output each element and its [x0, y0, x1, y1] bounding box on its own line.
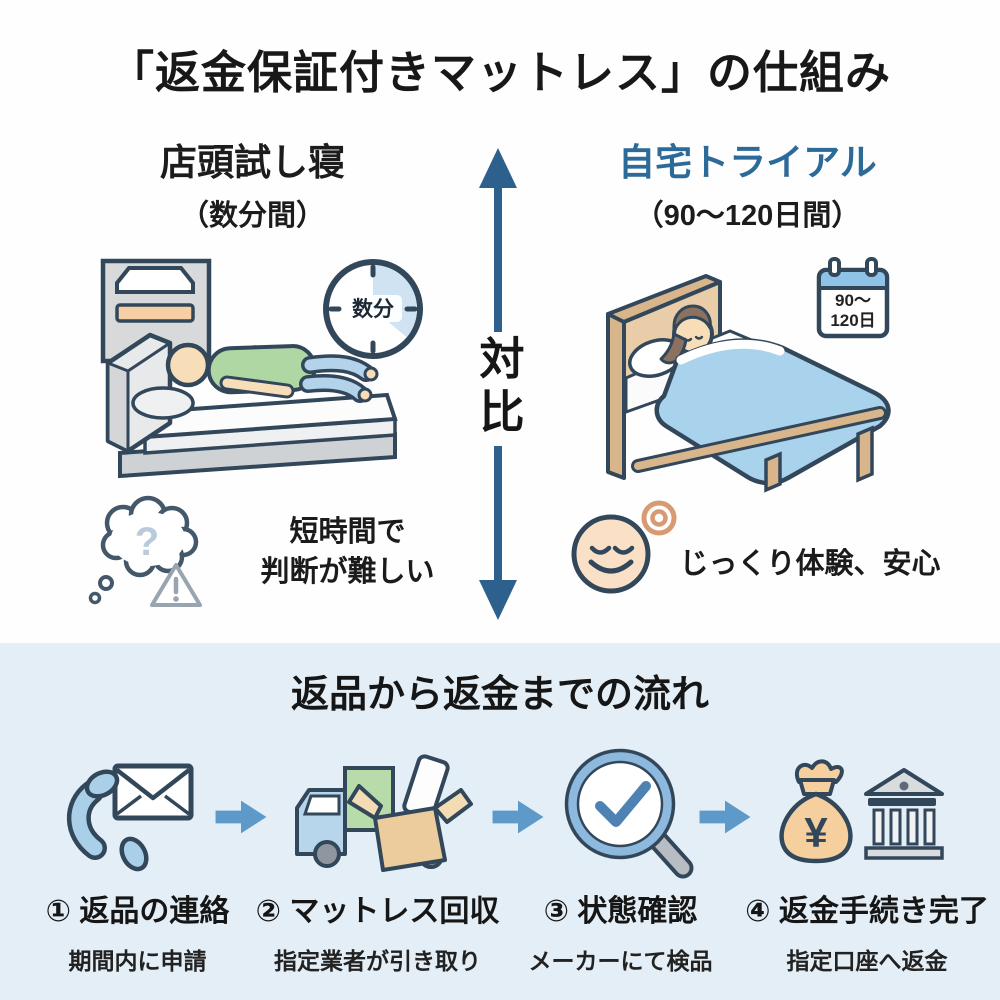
- calendar-line1: 90〜: [835, 291, 871, 310]
- flow-heading: 返品から返金までの流れ: [290, 674, 709, 716]
- home-caption: じっくり体験、安心: [679, 548, 941, 580]
- step-sublabel: 期間内に申請: [68, 948, 207, 974]
- calendar-line2: 120日: [830, 311, 875, 330]
- step-sublabel: 指定口座へ返金: [786, 948, 948, 974]
- bank-icon: [864, 768, 944, 860]
- compare-axis-label: 対比: [472, 335, 524, 441]
- store-column-header: 店頭試し寝 （数分間）: [80, 142, 425, 234]
- step-sublabel: メーカーにて検品: [528, 948, 713, 974]
- clock-label: 数分: [352, 298, 394, 321]
- store-caption-line2: 判断が難しい: [260, 556, 435, 589]
- store-trial-illustration: [100, 258, 398, 479]
- flow-step-4: ④ 返金手続き完了 指定口座へ返金: [738, 886, 996, 976]
- truck-box-icon: [295, 754, 473, 872]
- flow-step-3: ③ 状態確認 メーカーにて検品: [498, 886, 743, 976]
- home-trial-illustration: [606, 274, 891, 493]
- step-label: 返金手続き完了: [778, 895, 989, 928]
- magnifier-check-icon: [564, 748, 694, 879]
- store-caption: 短時間で 判断が難しい: [240, 512, 455, 592]
- step-number: ③: [543, 895, 570, 928]
- doubt-bubble-icon: ?: [88, 495, 202, 607]
- flow-step-1: ① 返品の連絡 期間内に申請: [15, 886, 260, 976]
- clock-icon: 数分: [323, 259, 423, 359]
- warning-triangle-icon: [150, 563, 202, 607]
- flow-step-2: ② マットレス回収 指定業者が引き取り: [255, 886, 500, 976]
- phone-envelope-icon: [66, 763, 194, 872]
- page-title: 「返金保証付きマットレス」の仕組み: [108, 47, 891, 98]
- step-label: 返品の連絡: [79, 895, 230, 928]
- yen-symbol: ¥: [804, 809, 828, 856]
- moneybag-bank-icon: ¥: [779, 759, 944, 864]
- store-caption-line1: 短時間で: [289, 516, 406, 548]
- flow-arrow-icon: [492, 800, 544, 834]
- store-subheading: （数分間）: [179, 199, 325, 232]
- good-mark-icon: [641, 500, 677, 536]
- home-subheading: （90〜120日間）: [634, 199, 861, 232]
- smiley-icon: [571, 500, 677, 594]
- step-number: ④: [745, 895, 771, 928]
- step-sublabel: 指定業者が引き取り: [274, 948, 481, 974]
- home-column-header: 自宅トライアル （90〜120日間）: [575, 142, 920, 234]
- step-label: マットレス回収: [289, 895, 500, 928]
- step-number: ①: [45, 895, 72, 928]
- step-number: ②: [255, 895, 282, 928]
- compare-arrow-icon: [479, 148, 517, 620]
- question-mark: ?: [135, 520, 159, 564]
- flow-arrow-icon: [215, 800, 267, 834]
- flow-arrow-icon: [699, 800, 751, 834]
- calendar-icon: 90〜 120日: [816, 257, 890, 339]
- store-heading: 店頭試し寝: [160, 142, 345, 183]
- step-label: 状態確認: [577, 895, 698, 928]
- home-heading: 自宅トライアル: [618, 142, 877, 183]
